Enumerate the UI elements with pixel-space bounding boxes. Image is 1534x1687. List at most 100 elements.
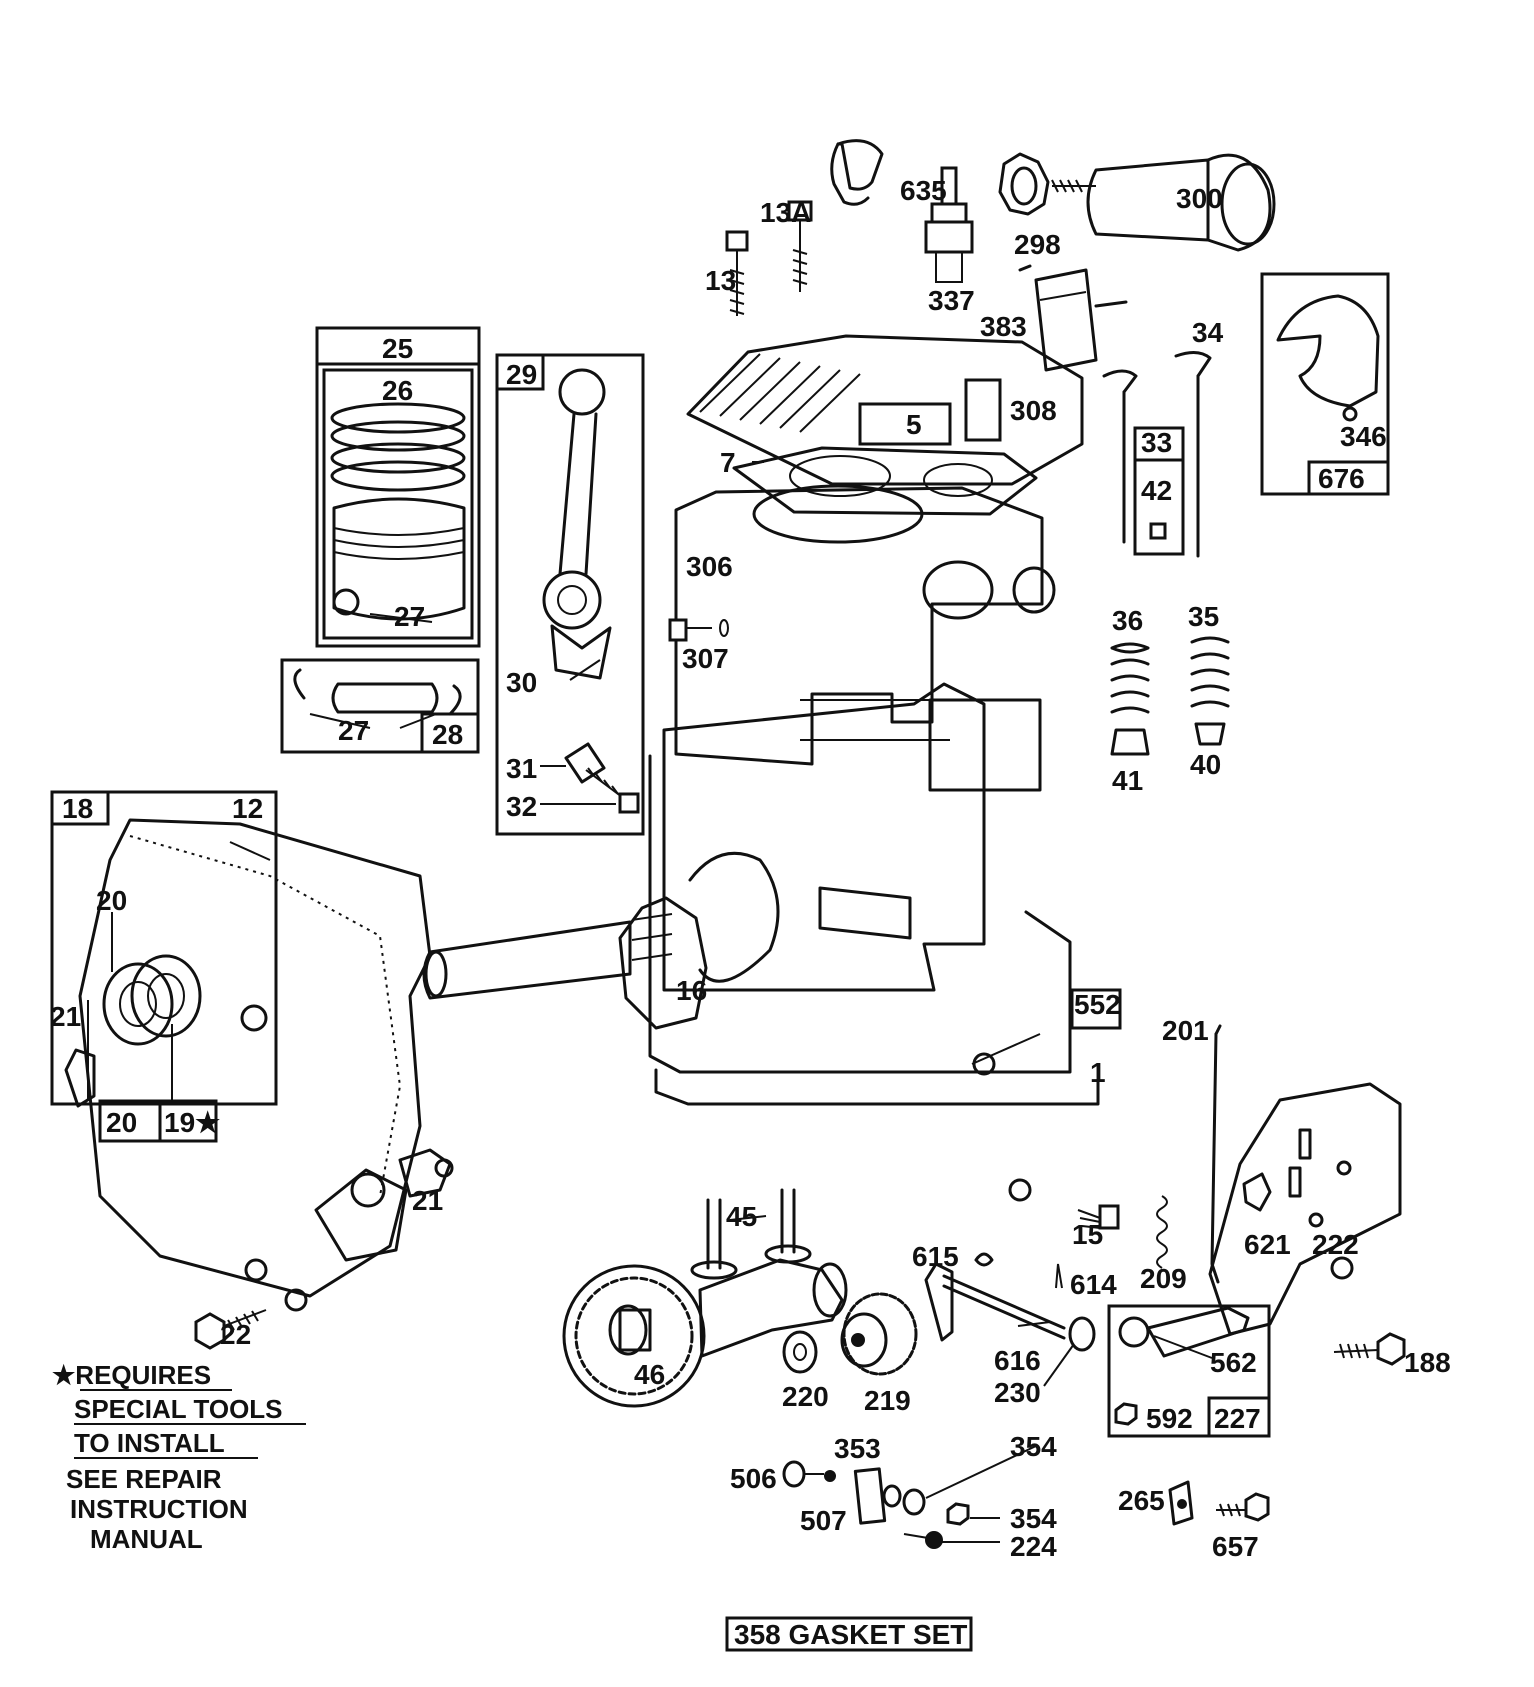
spark-plug-boot xyxy=(830,139,884,206)
label-383: 383 xyxy=(980,311,1027,342)
label-28: 28 xyxy=(432,719,463,750)
label-346: 346 xyxy=(1340,421,1387,452)
note-to-install: TO INSTALL xyxy=(74,1428,225,1458)
gasket-set-box xyxy=(725,1616,973,1652)
piston xyxy=(332,497,466,621)
label-29: 29 xyxy=(506,359,537,390)
note-manual: MANUAL xyxy=(90,1524,203,1554)
cam-gear xyxy=(562,1264,706,1408)
label-20-top: 20 xyxy=(96,885,127,916)
label-46: 46 xyxy=(634,1359,665,1390)
label-616: 616 xyxy=(994,1345,1041,1376)
wrist-pin-group-box xyxy=(280,658,480,754)
head-gasket xyxy=(732,446,1038,516)
lock-plate xyxy=(564,742,606,784)
screw-657 xyxy=(1216,1492,1270,1522)
valve-retainer-key xyxy=(1149,522,1167,540)
label-32: 32 xyxy=(506,791,537,822)
label-354-lower: 354 xyxy=(1010,1503,1057,1534)
crankshaft xyxy=(422,851,912,1030)
label-16: 16 xyxy=(676,975,707,1006)
note-see-repair: SEE REPAIR xyxy=(66,1464,222,1494)
oil-fill-plug xyxy=(398,1148,454,1198)
bracket-507 xyxy=(853,1467,887,1525)
label-31: 31 xyxy=(506,753,537,784)
label-36: 36 xyxy=(1112,605,1143,636)
camshaft xyxy=(698,1258,848,1358)
label-21-left: 21 xyxy=(50,1001,81,1032)
pin-614 xyxy=(1055,1263,1063,1289)
breather-assembly xyxy=(1276,294,1380,422)
special-tools-note: ★REQUIRES SPECIAL TOOLS TO INSTALL SEE R… xyxy=(52,1360,306,1554)
leader-lines xyxy=(87,461,1213,1543)
label-35: 35 xyxy=(1188,601,1219,632)
note-special-tools: SPECIAL TOOLS xyxy=(74,1394,283,1424)
label-614: 614 xyxy=(1070,1269,1117,1300)
label-635: 635 xyxy=(900,175,947,206)
label-34: 34 xyxy=(1192,317,1224,348)
label-300: 300 xyxy=(1176,183,1223,214)
label-27-pin: 27 xyxy=(338,715,369,746)
nut-354-lower xyxy=(946,1502,970,1526)
nut-354-upper xyxy=(902,1488,926,1516)
exhaust-valve xyxy=(1102,369,1138,544)
label-507: 507 xyxy=(800,1505,847,1536)
intake-valve xyxy=(1174,351,1212,558)
washer-353 xyxy=(882,1484,902,1508)
label-13a: 13A xyxy=(760,197,811,228)
note-instruction: INSTRUCTION xyxy=(70,1494,248,1524)
wrist-pin xyxy=(293,668,462,716)
cylinder-head xyxy=(686,334,1084,486)
label-562: 562 xyxy=(1210,1347,1257,1378)
label-25: 25 xyxy=(382,333,413,364)
label-33: 33 xyxy=(1141,427,1172,458)
connecting-rod xyxy=(542,368,612,680)
label-676: 676 xyxy=(1318,463,1365,494)
gear-cover xyxy=(78,818,432,1312)
label-5: 5 xyxy=(906,409,922,440)
link-621 xyxy=(1242,1172,1272,1212)
tappet-right xyxy=(764,1188,812,1264)
governor-group-box xyxy=(1107,1304,1271,1438)
label-592: 592 xyxy=(1146,1403,1193,1434)
clip-615 xyxy=(974,1252,994,1267)
label-21-right: 21 xyxy=(412,1185,443,1216)
washer-220 xyxy=(782,1330,818,1374)
label-298: 298 xyxy=(1014,229,1061,260)
label-22: 22 xyxy=(220,1319,251,1350)
group-boxes xyxy=(50,272,1390,1652)
governor-lever xyxy=(1118,1306,1250,1358)
valve-spring-35 xyxy=(1190,636,1230,746)
gear-cover-group-box xyxy=(50,790,278,1106)
label-42: 42 xyxy=(1141,475,1172,506)
bolt-307 xyxy=(668,618,729,642)
governor-crank xyxy=(924,1262,1066,1342)
bolt-188 xyxy=(1333,1332,1406,1366)
label-12: 12 xyxy=(232,793,263,824)
label-657: 657 xyxy=(1212,1531,1259,1562)
label-621: 621 xyxy=(1244,1229,1291,1260)
label-30: 30 xyxy=(506,667,537,698)
piston-group-box xyxy=(315,326,481,648)
label-41: 41 xyxy=(1112,765,1143,796)
piston-rings xyxy=(330,402,466,492)
label-18: 18 xyxy=(62,793,93,824)
air-cleaner xyxy=(998,152,1276,252)
label-265: 265 xyxy=(1118,1485,1165,1516)
label-307: 307 xyxy=(682,643,729,674)
screw-224 xyxy=(903,1531,943,1549)
part-265 xyxy=(1168,1480,1194,1526)
tappet-left xyxy=(690,1198,738,1280)
valve-spring-36 xyxy=(1110,642,1150,756)
label-188: 188 xyxy=(1404,1347,1451,1378)
label-27-piston: 27 xyxy=(394,601,425,632)
label-222: 222 xyxy=(1312,1229,1359,1260)
label-15: 15 xyxy=(1072,1219,1103,1250)
connecting-rod-group-box xyxy=(495,353,645,836)
screw-15 xyxy=(1077,1204,1120,1230)
governor-gear xyxy=(840,1292,918,1376)
oil-fill-tube xyxy=(64,1048,96,1108)
label-615: 615 xyxy=(912,1241,959,1272)
governor-spring xyxy=(1156,1195,1168,1269)
